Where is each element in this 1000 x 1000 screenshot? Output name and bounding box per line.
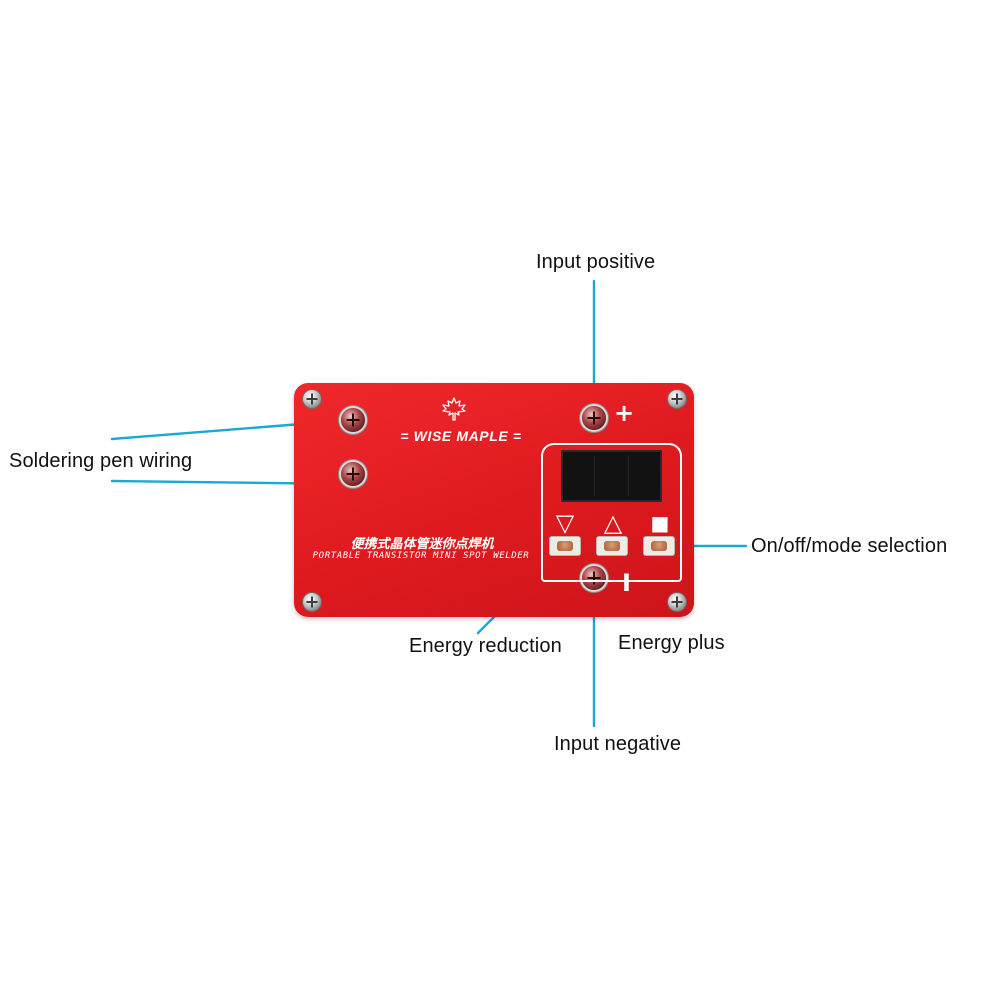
label-on-off-mode-selection: On/off/mode selection <box>751 535 948 557</box>
screw-bottom-left-icon <box>303 593 321 611</box>
maple-leaf-icon <box>442 397 466 421</box>
label-soldering-pen-wiring: Soldering pen wiring <box>9 450 193 472</box>
energy-up-symbol: △ <box>603 509 623 537</box>
label-energy-reduction: Energy reduction <box>409 635 562 657</box>
product-title-english: PORTABLE TRANSISTOR MINI SPOT WELDER <box>312 551 530 561</box>
soldering-pen-terminal-upper <box>341 408 365 432</box>
energy-reduction-button[interactable] <box>550 537 580 555</box>
product-title-chinese: 便携式晶体管迷你点焊机 <box>350 537 494 552</box>
control-panel-outline <box>541 443 682 582</box>
energy-plus-button[interactable] <box>597 537 627 555</box>
label-energy-plus: Energy plus <box>618 632 725 654</box>
label-input-positive: Input positive <box>536 251 656 273</box>
label-input-negative: Input negative <box>554 733 682 755</box>
screw-top-right-icon <box>668 390 686 408</box>
input-negative-terminal <box>582 566 606 590</box>
energy-down-symbol: ▽ <box>555 509 575 537</box>
soldering-pen-terminal-lower <box>341 462 365 486</box>
screw-top-left-icon <box>303 390 321 408</box>
led-display <box>561 450 662 502</box>
positive-symbol: + <box>614 399 635 427</box>
mode-symbol: ■ <box>650 511 670 535</box>
on-off-mode-button[interactable] <box>644 537 674 555</box>
input-positive-terminal <box>582 406 606 430</box>
brand-name: = WISE MAPLE = <box>400 428 522 444</box>
negative-symbol: I <box>622 569 631 597</box>
spot-welder-board: = WISE MAPLE = 便携式晶体管迷你点焊机 PORTABLE TRAN… <box>294 383 694 617</box>
screw-bottom-right-icon <box>668 593 686 611</box>
